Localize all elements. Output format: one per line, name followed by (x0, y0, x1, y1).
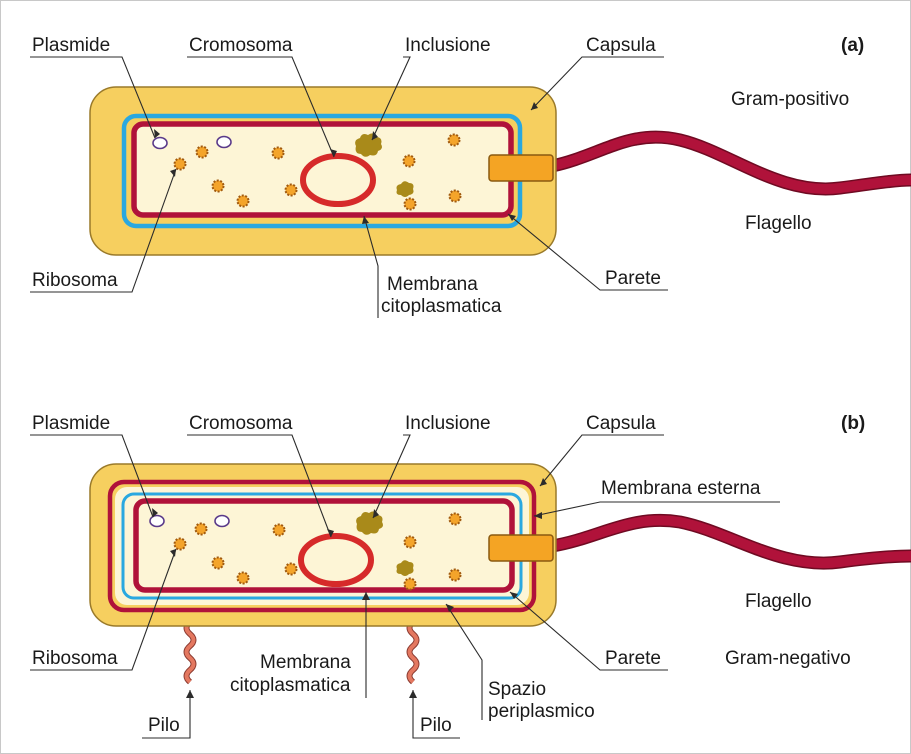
ribosome (238, 196, 249, 207)
label-ribosoma-a: Ribosoma (32, 270, 118, 291)
label-capsula-b: Capsula (586, 413, 656, 434)
label-pilo-right: Pilo (420, 715, 452, 736)
panel-tag-a: (a) (841, 35, 864, 56)
ribosome (450, 514, 461, 525)
ribosome (449, 135, 460, 146)
label-membrana-b-2: citoplasmatica (230, 675, 351, 696)
flagellum-base-b (489, 535, 553, 561)
label-inclusione-a: Inclusione (405, 35, 491, 56)
ribosome (286, 564, 297, 575)
plasmid-b-1 (150, 516, 164, 527)
ribosome (238, 573, 249, 584)
ribosome (405, 199, 416, 210)
flagellum-base-a (489, 155, 553, 181)
ribosome (197, 147, 208, 158)
label-ribosoma-b: Ribosoma (32, 648, 118, 669)
ribosome (213, 558, 224, 569)
panel-a: Plasmide Cromosoma Inclusione Capsula (a… (30, 35, 911, 318)
ribosome (405, 537, 416, 548)
label-membrana-a-2: citoplasmatica (381, 296, 502, 317)
ribosome (274, 525, 285, 536)
leader-membrana-esterna-b (534, 502, 780, 516)
label-cromosoma-a: Cromosoma (189, 35, 293, 56)
label-flagello-a: Flagello (745, 213, 812, 234)
label-spazio-b-2: periplasmico (488, 701, 595, 722)
ribosome (286, 185, 297, 196)
label-membrana-a-1: Membrana (387, 274, 478, 295)
plasmid-b-2 (215, 516, 229, 527)
ribosome (175, 539, 186, 550)
label-parete-b: Parete (605, 648, 661, 669)
ribosome (196, 524, 207, 535)
chromosome-a (303, 156, 373, 204)
plasmid-a-2 (217, 137, 231, 148)
label-plasmide-b: Plasmide (32, 413, 110, 434)
panel-tag-b: (b) (841, 413, 865, 434)
label-membrana-esterna-b: Membrana esterna (601, 478, 761, 499)
ribosome (213, 181, 224, 192)
chromosome-b (301, 536, 371, 584)
ribosome (273, 148, 284, 159)
label-capsula-a: Capsula (586, 35, 656, 56)
label-inclusione-b: Inclusione (405, 413, 491, 434)
label-gram-negativo: Gram-negativo (725, 648, 851, 669)
ribosome (404, 156, 415, 167)
label-plasmide-a: Plasmide (32, 35, 110, 56)
ribosome (450, 570, 461, 581)
label-membrana-b-1: Membrana (260, 652, 351, 673)
ribosome (450, 191, 461, 202)
label-flagello-b: Flagello (745, 591, 812, 612)
label-gram-positivo: Gram-positivo (731, 89, 849, 110)
plasmid-a-1 (153, 138, 167, 149)
ribosome (175, 159, 186, 170)
ribosome (405, 579, 416, 590)
label-pilo-left: Pilo (148, 715, 180, 736)
panel-b: Plasmide Cromosoma Inclusione Capsula (b… (30, 413, 911, 738)
label-parete-a: Parete (605, 268, 661, 289)
label-spazio-b-1: Spazio (488, 679, 546, 700)
label-cromosoma-b: Cromosoma (189, 413, 293, 434)
